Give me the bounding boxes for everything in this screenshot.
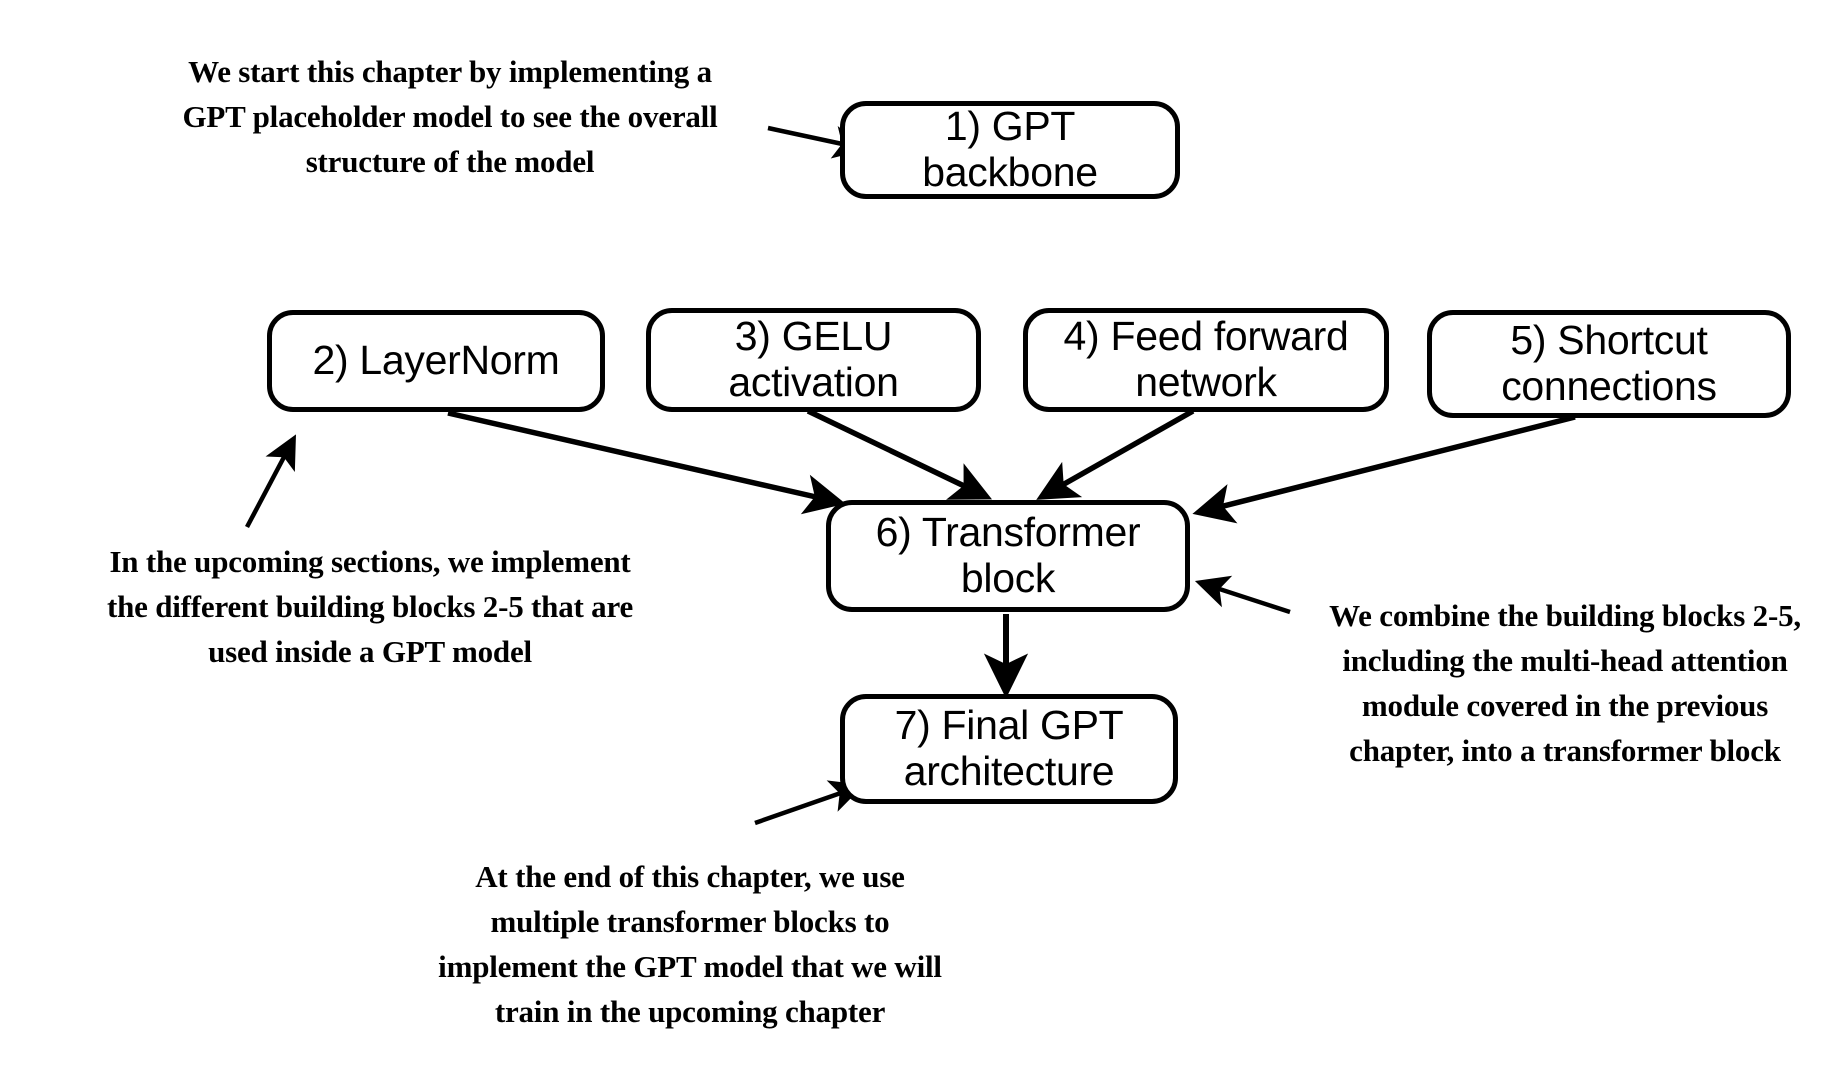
node-feed-forward-label: 4) Feed forward network xyxy=(1063,313,1349,405)
edge-final-note-to-final-gpt xyxy=(754,780,865,826)
node-layernorm-label: 2) LayerNorm xyxy=(312,337,560,384)
node-gelu-activation-label: 3) GELU activation xyxy=(728,313,899,405)
edge-shortcut-to-transformer xyxy=(1192,414,1576,524)
node-gelu-activation[interactable]: 3) GELU activation xyxy=(646,308,981,412)
edge-layernorm-to-transformer xyxy=(447,410,846,515)
annotation-final-architecture-note: At the end of this chapter, we use multi… xyxy=(438,859,942,1029)
edge-gelu-to-transformer xyxy=(806,408,993,500)
annotation-building-blocks-note: In the upcoming sections, we implement t… xyxy=(106,544,634,669)
annotation-transformer-block-note: We combine the building blocks 2-5, incl… xyxy=(1329,598,1801,768)
annotation-intro-note: We start this chapter by implementing a … xyxy=(182,54,718,179)
node-layernorm[interactable]: 2) LayerNorm xyxy=(267,310,605,412)
node-feed-forward[interactable]: 4) Feed forward network xyxy=(1023,308,1389,412)
node-final-gpt[interactable]: 7) Final GPT architecture xyxy=(840,694,1178,804)
node-gpt-backbone[interactable]: 1) GPT backbone xyxy=(840,101,1180,199)
node-transformer-block[interactable]: 6) Transformer block xyxy=(826,500,1190,612)
node-final-gpt-label: 7) Final GPT architecture xyxy=(894,702,1124,794)
edge-transformer-note-to-block xyxy=(1194,575,1291,615)
edge-feedforward-to-transformer xyxy=(1036,408,1195,500)
node-transformer-block-label: 6) Transformer block xyxy=(875,509,1141,601)
node-gpt-backbone-label: 1) GPT backbone xyxy=(922,103,1098,195)
node-shortcut-connections[interactable]: 5) Shortcut connections xyxy=(1427,310,1791,418)
edge-blocks-note-to-layernorm xyxy=(245,434,296,529)
node-shortcut-connections-label: 5) Shortcut connections xyxy=(1501,317,1717,409)
